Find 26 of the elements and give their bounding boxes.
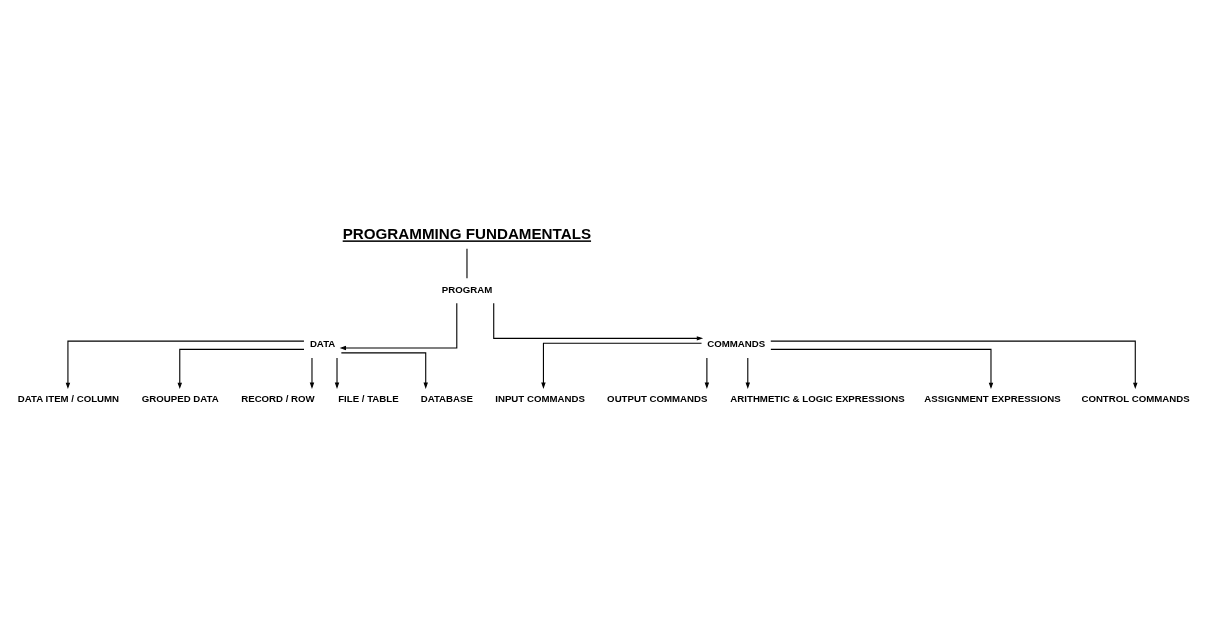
node-text: PROGRAMMING FUNDAMENTALS: [342, 225, 592, 243]
node-text: ASSIGNMENT EXPRESSIONS: [924, 392, 1061, 404]
arrow: [177, 348, 305, 390]
arrow: [340, 352, 428, 389]
node-text: DATA ITEM / COLUMN: [17, 392, 120, 404]
node-text: ARITHMETIC & LOGIC EXPRESSIONS: [730, 392, 905, 404]
node-text: CONTROL COMMANDS: [1081, 392, 1190, 404]
arrow: [493, 302, 704, 341]
node-text: OUTPUT COMMANDS: [607, 392, 708, 404]
arrow: [704, 357, 710, 389]
node-text: DATABASE: [420, 392, 473, 404]
node-text: RECORD / ROW: [241, 392, 315, 404]
node-text: FILE / TABLE: [338, 392, 399, 404]
node-text: INPUT COMMANDS: [495, 392, 585, 404]
node-text: DATA: [309, 338, 336, 350]
arrow: [745, 357, 750, 389]
node-text: GROUPED DATA: [141, 392, 219, 404]
node-text: COMMANDS: [707, 338, 766, 350]
arrow: [541, 342, 703, 389]
arrow: [770, 348, 994, 390]
arrow: [334, 357, 340, 389]
node-text: PROGRAM: [441, 283, 493, 295]
arrow: [309, 357, 315, 389]
arrow: [339, 302, 458, 351]
arrow: [770, 340, 1138, 390]
arrow: [65, 340, 305, 390]
